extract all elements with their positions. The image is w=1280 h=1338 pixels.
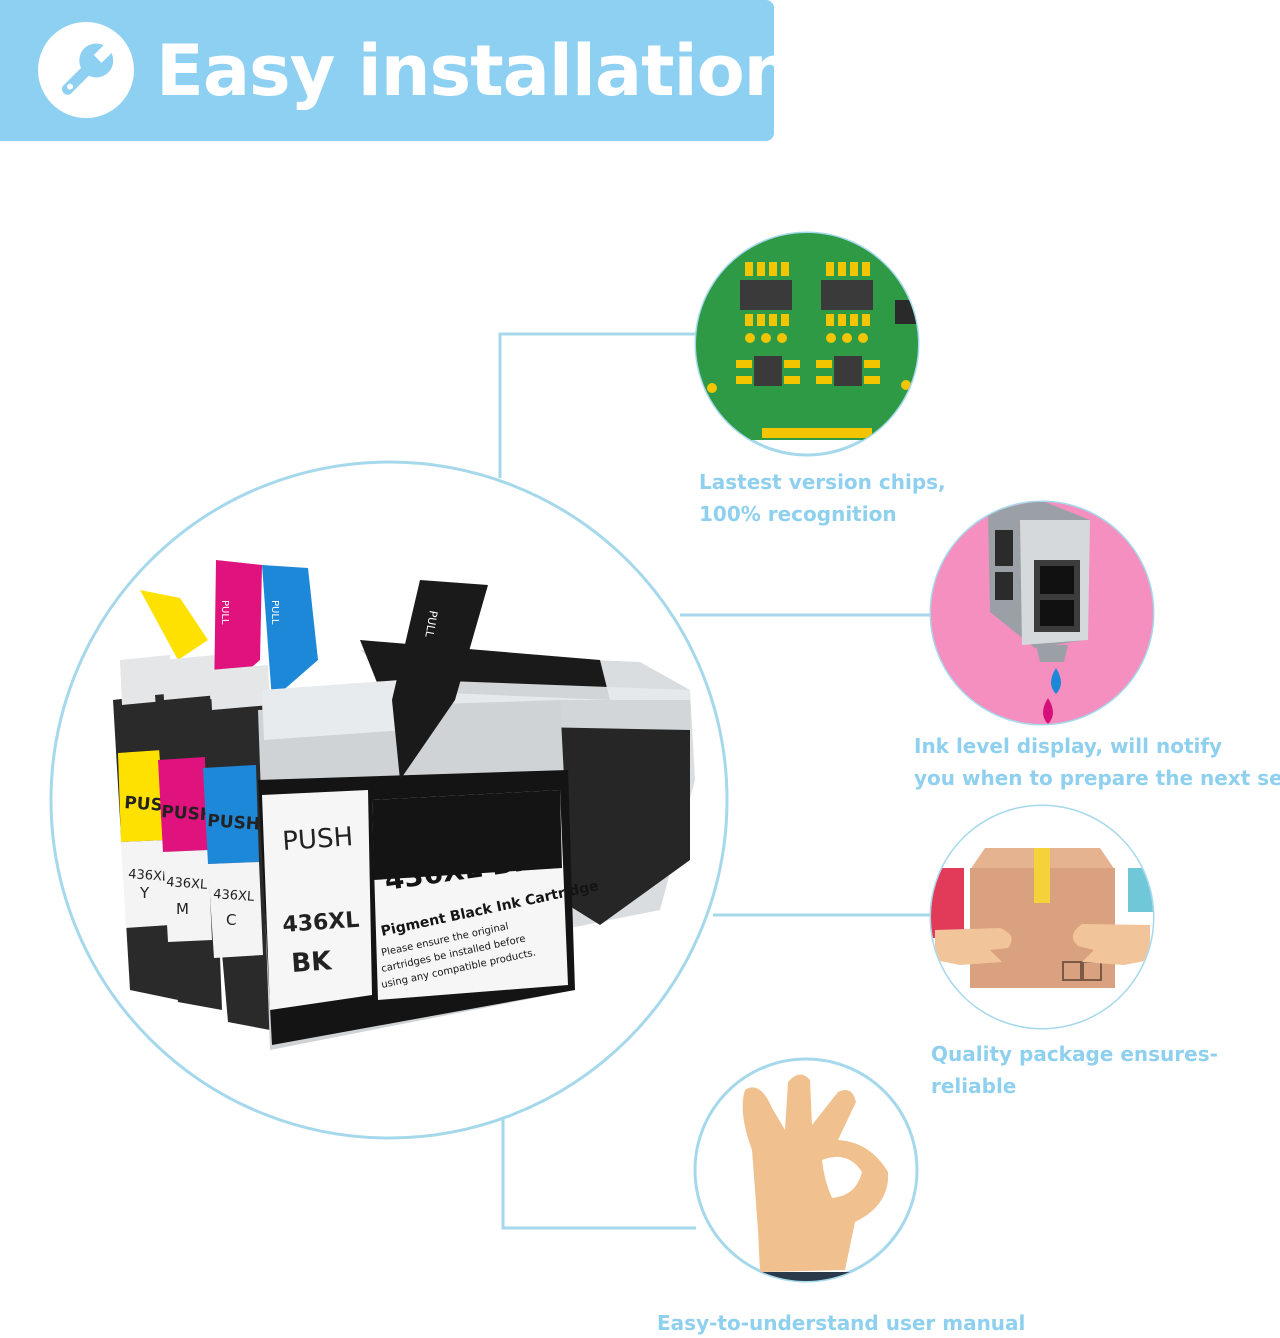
cartridge-y-color: Y <box>139 884 150 902</box>
feature-chips-line-2: 100% recognition <box>699 502 897 526</box>
cartridge-bk-tab: PULL <box>422 609 440 639</box>
feature-package-line-1: Quality package ensures- <box>931 1042 1218 1066</box>
feature-manual-line-1: Easy-to-understand user manual <box>657 1311 1026 1335</box>
chip-icon <box>694 231 920 457</box>
wrench-icon <box>38 22 134 118</box>
cartridge-m-tab: PULL <box>219 600 230 625</box>
ink-level-icon <box>929 500 1155 726</box>
feature-chips-line-1: Lastest version chips, <box>699 470 946 494</box>
feature-ink-line-2: you when to prepare the next set <box>914 766 1280 790</box>
feature-package-line-2: reliable <box>931 1074 1017 1098</box>
feature-label-manual: Easy-to-understand user manual <box>657 1307 1025 1338</box>
package-icon <box>929 804 1155 1030</box>
connector-lines <box>498 332 930 1230</box>
feature-label-package: Quality package ensures- reliable <box>931 1038 1218 1102</box>
banner-title: Easy installation <box>156 30 794 112</box>
cartridge-m-color: M <box>176 900 189 918</box>
cartridge-yellow: PUSH 436XL Y <box>113 590 208 1000</box>
cartridge-c-push: PUSH <box>207 811 261 835</box>
cartridge-black: PUSH 436XL BK 436XL BK Pigment Black Ink… <box>258 580 600 1050</box>
cartridge-c-model: 436XL <box>213 887 256 905</box>
cartridge-c-color: C <box>226 911 236 929</box>
feature-label-chips: Lastest version chips, 100% recognition <box>699 466 946 530</box>
cartridge-m-push: PUSH <box>161 802 215 826</box>
cartridge-bk-model: 436XL <box>282 908 360 938</box>
feature-label-ink-level: Ink level display, will notify you when … <box>914 730 1280 794</box>
cartridge-m-model: 436XL <box>166 875 209 893</box>
product-image: PUSH 436XL Y PUSH 436XL M PULL <box>49 460 729 1140</box>
header-banner: Easy installation <box>0 0 794 141</box>
feature-ink-line-1: Ink level display, will notify <box>914 734 1223 758</box>
ok-hand-icon <box>693 1057 919 1283</box>
cartridge-bk-push: PUSH <box>281 822 354 857</box>
cartridge-cyan: PUSH 436XL C PULL <box>200 565 318 1030</box>
cartridge-y-model: 436XL <box>128 867 171 885</box>
cartridge-c-tab: PULL <box>269 600 280 625</box>
cartridge-bk-color: BK <box>290 946 333 979</box>
